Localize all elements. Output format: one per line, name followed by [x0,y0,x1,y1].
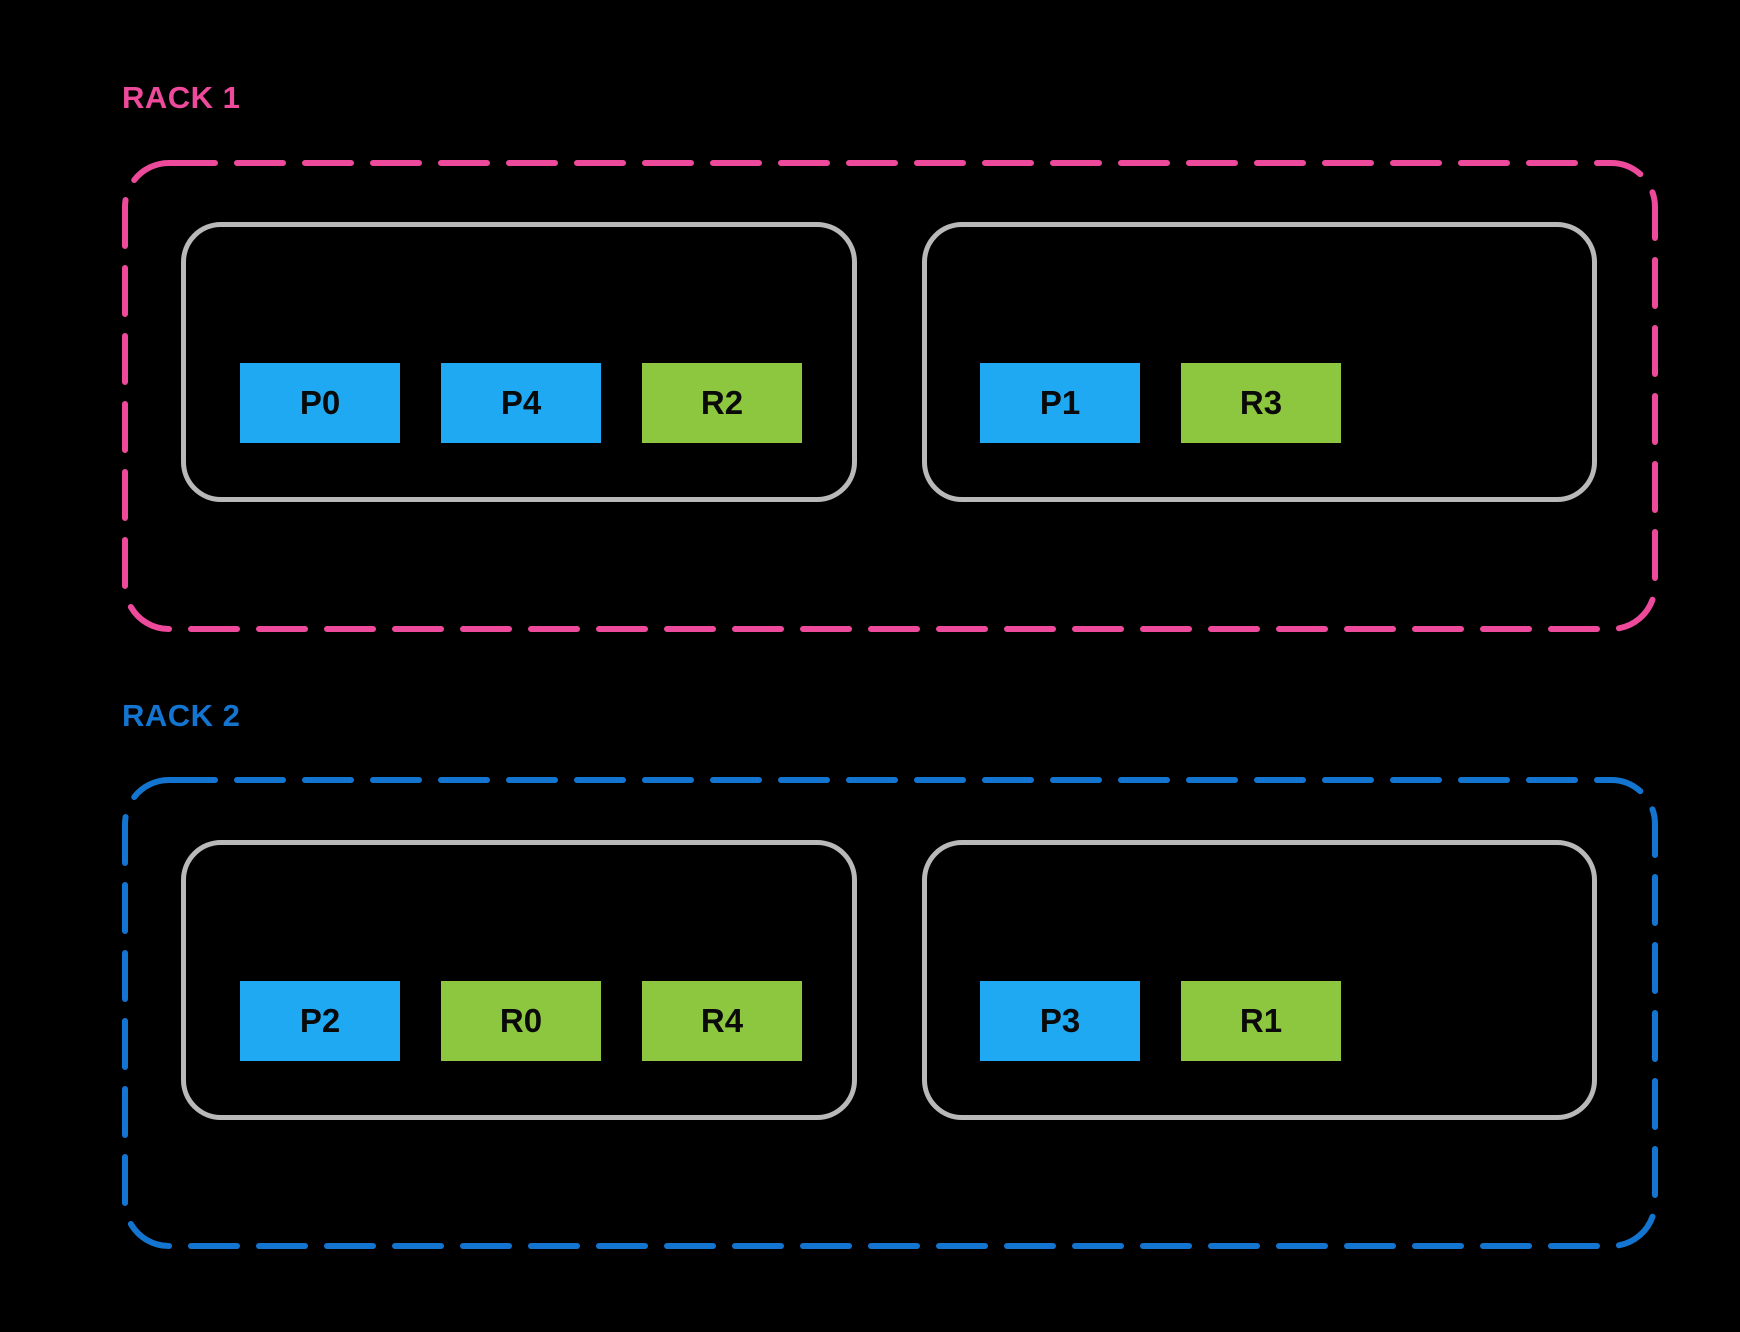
replica-block-r2: R2 [642,363,802,443]
replica-block-r0: R0 [441,981,601,1061]
replica-block-r3: R3 [1181,363,1341,443]
rack2-node-2: P3 R1 [922,840,1597,1120]
rack1-node-1: P0 P4 R2 [181,222,857,502]
rack2-node-1: P2 R0 R4 [181,840,857,1120]
rack1-label: RACK 1 [122,80,241,115]
rack2-dashed-outline [122,777,1658,1249]
rack1-node-2: P1 R3 [922,222,1597,502]
rack2-label: RACK 2 [122,698,241,733]
partition-block-p3: P3 [980,981,1140,1061]
partition-block-p2: P2 [240,981,400,1061]
rack1-dashed-outline [122,160,1658,632]
partition-block-p1: P1 [980,363,1140,443]
replica-block-r4: R4 [642,981,802,1061]
partition-block-p0: P0 [240,363,400,443]
partition-block-p4: P4 [441,363,601,443]
replica-block-r1: R1 [1181,981,1341,1061]
